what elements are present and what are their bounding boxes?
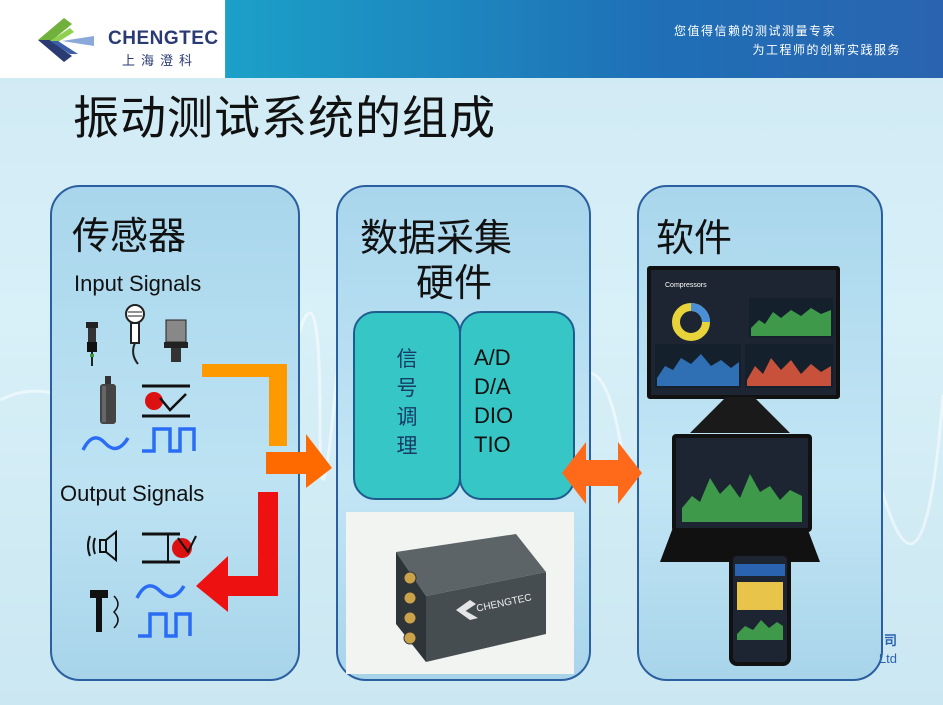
signal-char: 调 (396, 405, 418, 429)
sensors-title: 传感器 (72, 214, 187, 258)
io-item-ad: A/D (474, 345, 511, 370)
slogan-line-1: 您值得信赖的测试测量专家 (673, 24, 836, 38)
daq-device-photo: CHENGTEC (346, 512, 574, 674)
io-list: A/D D/A DIO TIO (474, 343, 513, 459)
square-wave-input-icon (142, 427, 196, 453)
signal-char: 理 (396, 434, 418, 458)
logo-area: CHENGTEC 上海澄科 (0, 0, 225, 78)
page-title: 振动测试系统的组成 (73, 91, 496, 145)
output-flow-arrow (196, 492, 278, 612)
signal-conditioning-box (353, 311, 461, 500)
signal-char: 号 (396, 376, 418, 400)
input-signals-label: Input Signals (74, 271, 202, 296)
accelerometer-icon (86, 322, 98, 366)
header-bar: CHENGTEC 上海澄科 您值得信赖的测试测量专家 为工程师的创新实践服务 (0, 0, 943, 78)
dashboard-title: Compressors (665, 282, 707, 289)
sine-wave-input-icon (81, 436, 130, 451)
software-title: 软件 (656, 216, 733, 260)
proximity-switch-icon (142, 384, 190, 418)
impact-hammer-icon (90, 590, 119, 632)
square-wave-output-icon (138, 612, 192, 638)
signal-char: 信 (396, 347, 418, 371)
phone-charts (735, 564, 785, 640)
speaker-icon (87, 529, 117, 563)
sensors-panel (50, 185, 300, 681)
daq-device-icon (396, 534, 546, 662)
dashboard-charts (655, 298, 833, 388)
corner-char: 司 (883, 633, 897, 648)
daq-title-line-2: 硬件 (416, 261, 493, 305)
io-item-dio: DIO (474, 403, 514, 428)
microphone-icon (125, 304, 145, 365)
vibration-sensor-icon (100, 376, 116, 424)
monitor-screen: Compressors (647, 266, 840, 399)
io-item-tio: TIO (474, 432, 511, 457)
bidirectional-arrow (562, 442, 642, 504)
converter-box (459, 311, 575, 500)
io-item-da: D/A (474, 374, 511, 399)
brand-cn: 上海澄科 (122, 53, 199, 68)
chengtec-logo-icon (38, 18, 94, 62)
signal-conditioning-label: 信 号 调 理 (395, 345, 419, 461)
sine-wave-output-icon (135, 584, 186, 599)
slogan-line-2: 为工程师的创新实践服务 (752, 43, 901, 57)
brand-name: CHENGTEC (108, 28, 219, 49)
laptop-chart (682, 474, 802, 522)
solenoid-valve-icon (142, 532, 197, 564)
output-signals-label: Output Signals (60, 481, 205, 506)
corner-ltd: Ltd (878, 651, 897, 666)
input-flow-arrow (202, 364, 332, 488)
laptop-screen (672, 434, 812, 532)
phone-screen (729, 552, 791, 666)
load-cell-icon (164, 319, 188, 362)
daq-title-line-1: 数据采集 (360, 216, 513, 260)
